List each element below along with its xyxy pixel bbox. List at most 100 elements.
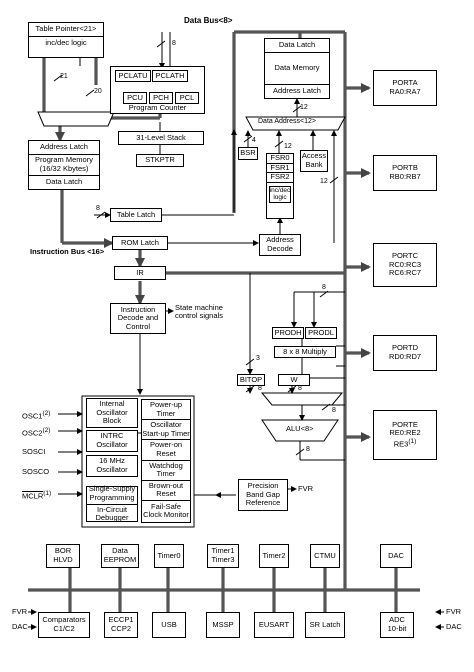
address-mux <box>37 111 115 127</box>
pcl: PCL <box>175 92 199 104</box>
fvr-label: FVR <box>298 484 313 493</box>
fvr-right: FVR <box>446 607 461 616</box>
table-latch: Table Latch <box>110 208 162 222</box>
data-memory: Data Latch Data Memory Address Latch <box>264 38 330 99</box>
width-8-top: 8 <box>172 40 176 47</box>
level-stack: 31-Level Stack <box>118 131 204 145</box>
pm-label: Program Memory(16/32 Kbytes) <box>35 155 93 173</box>
timer0: Timer0 <box>154 544 184 568</box>
width-12-c: 12 <box>320 178 328 185</box>
eusart: EUSART <box>254 612 294 638</box>
width-20: 20 <box>94 88 102 95</box>
width-8-prod: 8 <box>322 284 326 291</box>
usb: USB <box>152 612 186 638</box>
pclath: PCLATH <box>152 70 188 82</box>
width-3: 3 <box>256 355 260 362</box>
width-12-b: 12 <box>284 143 292 150</box>
signal-lines <box>28 32 444 630</box>
stkptr: STKPTR <box>136 154 184 167</box>
system-block-outline <box>81 395 195 528</box>
width-8-table: 8 <box>96 205 100 212</box>
table-pointer: Table Pointer<21> inc/dec logic <box>28 22 104 58</box>
pm-data-latch: Data Latch <box>29 175 99 189</box>
dac-left: DAC <box>12 622 28 631</box>
multiply: 8 x 8 Multiply <box>274 346 336 358</box>
program-counter-label: Program Counter <box>128 103 187 112</box>
width-8-alu-in: 8 <box>332 407 336 414</box>
ir: IR <box>114 266 166 280</box>
pclatu: PCLATU <box>115 70 151 82</box>
bitop: BITOP <box>237 374 265 386</box>
width-8-alu-out: 8 <box>306 446 310 453</box>
prodh: PRODH <box>272 327 304 339</box>
data-bus-label: Data Bus<8> <box>184 16 233 25</box>
inc-dec-logic: inc/dec logic <box>45 37 87 47</box>
pm-address-latch: Address Latch <box>29 141 99 155</box>
ctmu: CTMU <box>310 544 340 568</box>
bsr: BSR <box>238 147 258 160</box>
data-address-label: Data Address<12> <box>258 118 316 125</box>
width-12-a: 12 <box>300 104 308 111</box>
osc2-pin: OSC2(2) <box>22 427 51 438</box>
fsr1: FSR1 <box>267 163 293 174</box>
width-21: 21 <box>60 73 68 80</box>
rom-latch: ROM Latch <box>112 236 168 250</box>
dac-top: DAC <box>380 544 412 568</box>
mclr-pin: MCLR(1) <box>22 490 52 501</box>
prodl: PRODL <box>305 327 337 339</box>
fsr2: FSR2 <box>267 173 293 183</box>
program-memory: Address Latch Program Memory(16/32 Kbyte… <box>28 140 100 190</box>
timer2: Timer2 <box>259 544 289 568</box>
width-8-bitop: 8 <box>258 385 262 392</box>
dac-right: DAC <box>446 622 462 631</box>
dm-data-latch: Data Latch <box>265 39 329 53</box>
mssp: MSSP <box>206 612 240 638</box>
pcu: PCU <box>123 92 147 104</box>
sr-latch: SR Latch <box>305 612 345 638</box>
sosco-pin: SOSCO <box>22 467 50 476</box>
table-pointer-label: Table Pointer<21> <box>29 23 103 37</box>
fvr-left: FVR <box>12 607 27 616</box>
dm-label: Data Memory <box>274 63 320 73</box>
width-8-w: 8 <box>298 385 302 392</box>
width-4: 4 <box>252 137 256 144</box>
data-address-mux <box>245 116 346 131</box>
bus-lines <box>28 30 420 612</box>
w-register: W <box>278 374 310 386</box>
instruction-bus-label: Instruction Bus <16> <box>30 247 105 256</box>
alu-shape <box>261 419 339 442</box>
pch: PCH <box>149 92 173 104</box>
sosci-pin: SOSCI <box>22 447 46 456</box>
dm-address-latch: Address Latch <box>265 84 329 98</box>
